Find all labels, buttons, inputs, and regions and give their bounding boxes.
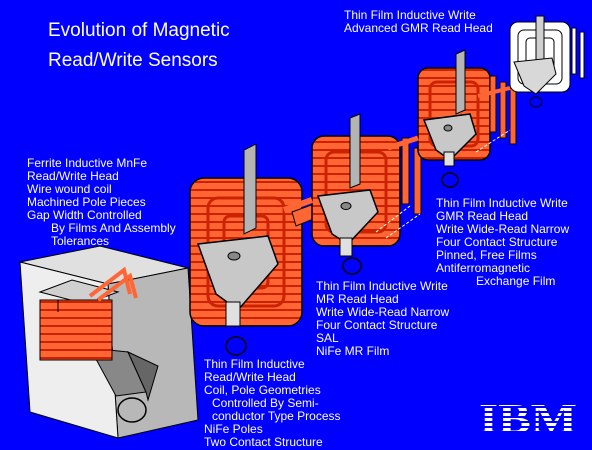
advanced-gmr-head (509, 15, 585, 108)
label-line: Pinned, Free Films (436, 248, 537, 262)
label-line: Thin Film Inductive Write (344, 8, 476, 22)
svg-text:IBM: IBM (479, 398, 577, 438)
label-line: NiFe MR Film (316, 344, 390, 358)
ibm-logo: IBM (479, 398, 577, 438)
label-line: MR Read Head (316, 292, 399, 306)
label-ferrite-head: Ferrite Inductive MnFe Read/Write Head W… (27, 157, 176, 248)
label-line: Gap Width Controlled (27, 208, 142, 222)
label-line: Advanced GMR Read Head (344, 21, 493, 35)
label-line: Antiferromagnetic (436, 261, 531, 275)
mr-head (311, 113, 422, 275)
label-line: Thin Film Inductive (204, 357, 305, 371)
label-line: By Films And Assembly (51, 221, 176, 235)
label-line: Ferrite Inductive MnFe (27, 156, 148, 170)
label-line: Coil, Pole Geometries (204, 383, 321, 397)
label-line: Four Contact Structure (436, 235, 558, 249)
label-line: Machined Pole Pieces (27, 195, 146, 209)
label-line: Write Wide-Read Narrow (316, 305, 450, 319)
label-line: Thin Film Inductive Write (316, 279, 448, 293)
title-line-1: Evolution of Magnetic (48, 20, 230, 41)
label-line: Controlled By Semi- (212, 396, 319, 410)
label-line: Exchange Film (476, 274, 556, 288)
label-line: Wire wound coil (27, 182, 112, 196)
label-line: Tolerances (51, 234, 110, 248)
coil-connectors (282, 86, 511, 213)
label-line: Read/Write Head (204, 370, 296, 384)
gmr-head (417, 49, 517, 188)
label-thin-film-inductive-head: Thin Film Inductive Read/Write Head Coil… (204, 358, 341, 449)
label-gmr-head: Thin Film Inductive Write GMR Read Head … (436, 197, 569, 288)
ferrite-head (19, 245, 199, 439)
label-line: GMR Read Head (436, 209, 529, 223)
label-line: Two Contact Structure (204, 435, 323, 449)
label-line: conductor Type Process (212, 409, 341, 423)
thin-film-inductive-head (189, 143, 317, 356)
label-advanced-gmr-head: Thin Film Inductive Write Advanced GMR R… (344, 9, 493, 35)
label-line: Write Wide-Read Narrow (436, 222, 570, 236)
label-mr-head: Thin Film Inductive Write MR Read Head W… (316, 280, 449, 358)
title-line-2: Read/Write Sensors (48, 50, 218, 71)
label-line: Thin Film Inductive Write (436, 196, 568, 210)
label-line: Read/Write Head (27, 169, 119, 183)
label-line: SAL (316, 331, 339, 345)
label-line: Four Contact Structure (316, 318, 438, 332)
label-line: NiFe Poles (204, 422, 263, 436)
